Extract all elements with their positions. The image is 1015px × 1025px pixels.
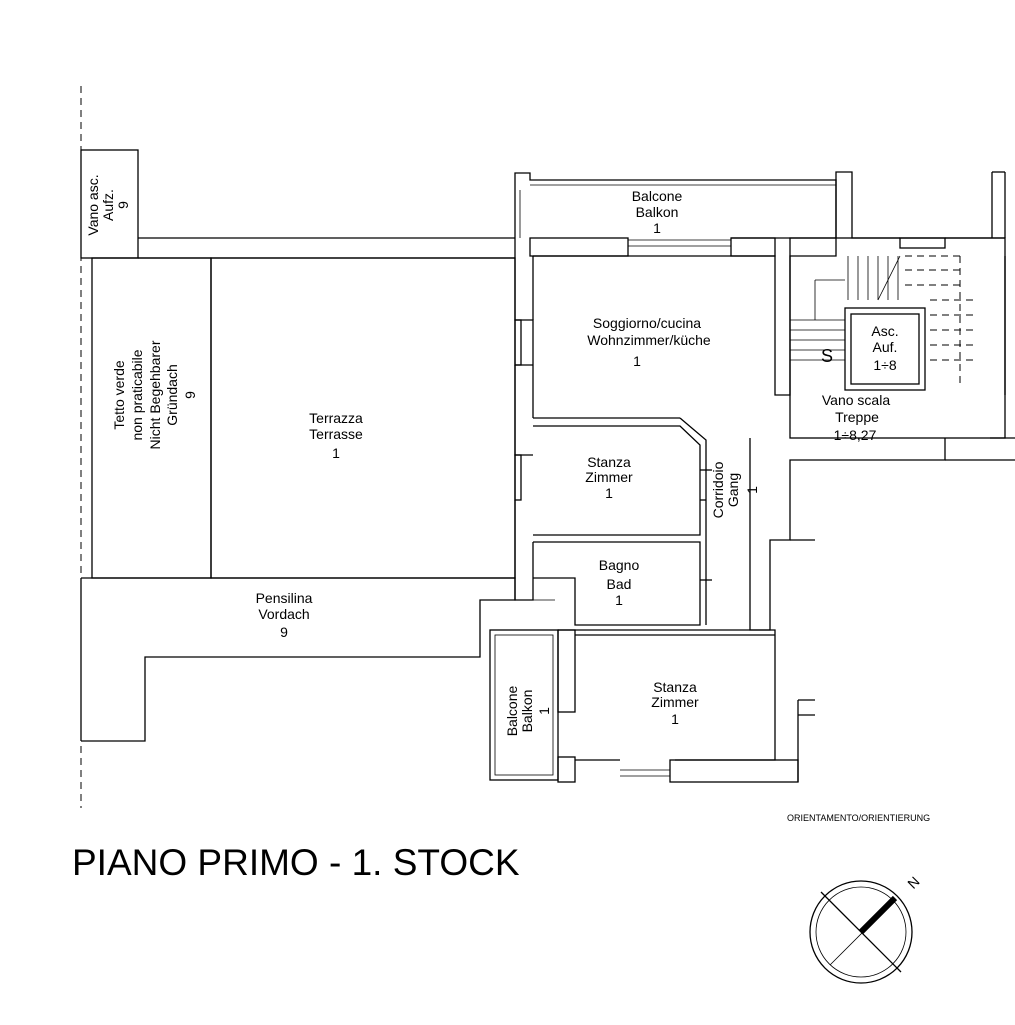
- stairwell-label-2: Treppe: [835, 409, 879, 425]
- bathroom-walls: [533, 541, 701, 626]
- corridor-label-2: Gang: [725, 473, 741, 507]
- north-marker: N: [904, 873, 922, 891]
- terrace-outline: [210, 257, 516, 579]
- elevator-label-3: 1÷8: [873, 357, 896, 373]
- side-balcony-label-1: Balcone: [504, 685, 520, 736]
- corridor-walls: [749, 438, 946, 631]
- bedroom-two-label-3: 1: [671, 711, 679, 727]
- green-roof-label-3: Nicht Begehbarer: [147, 340, 163, 449]
- corridor-label-1: Corridoio: [710, 461, 726, 518]
- living-room-label-3: 1: [633, 353, 641, 369]
- corridor-label-3: 1: [744, 486, 760, 494]
- side-balcony-label-2: Balkon: [519, 690, 535, 733]
- stair-symbol: S: [821, 346, 833, 366]
- compass-rose: [809, 880, 913, 984]
- top-balcony-label-1: Balcone: [632, 188, 683, 204]
- drawing-title: PIANO PRIMO - 1. STOCK: [72, 842, 520, 883]
- elevator-shaft-label-2: Aufz.: [100, 189, 116, 221]
- bedroom-one-label-2: Zimmer: [585, 469, 633, 485]
- terrace-label-2: Terrasse: [309, 426, 363, 442]
- apartment-west-wall: [514, 238, 534, 418]
- stairwell-label-1: Vano scala: [822, 392, 890, 408]
- orientation-label: ORIENTAMENTO/ORIENTIERUNG: [787, 813, 930, 823]
- green-roof-label-2: non praticabile: [129, 349, 145, 440]
- bathroom-label-1: Bagno: [599, 557, 640, 573]
- green-roof-label-4: Gründach: [164, 364, 180, 425]
- terrace-label-1: Terrazza: [309, 410, 363, 426]
- canopy-label-1: Pensilina: [256, 590, 313, 606]
- bathroom-label-3: 1: [615, 592, 623, 608]
- canopy-label-2: Vordach: [258, 606, 309, 622]
- bedroom-two-label-2: Zimmer: [651, 694, 699, 710]
- stair-flights: [790, 255, 975, 385]
- top-balcony-label-3: 1: [653, 220, 661, 236]
- bedroom-one-label-3: 1: [605, 485, 613, 501]
- bathroom-label-2: Bad: [607, 576, 632, 592]
- green-roof-label-5: 9: [182, 391, 198, 399]
- green-roof-label-1: Tetto verde: [111, 360, 127, 429]
- living-room-label-2: Wohnzimmer/küche: [587, 332, 711, 348]
- side-balcony-label-3: 1: [536, 707, 552, 715]
- elevator-label-2: Auf.: [873, 339, 898, 355]
- bedroom-one-label-1: Stanza: [587, 454, 631, 470]
- top-balcony-label-2: Balkon: [636, 204, 679, 220]
- elevator-shaft-label-3: 9: [115, 201, 131, 209]
- elevator-outline: [844, 307, 926, 391]
- living-room-walls: [533, 171, 900, 396]
- bedroom-two-label-1: Stanza: [653, 679, 697, 695]
- bedroom-one-walls: [533, 425, 701, 536]
- stairwell-label-3: 1÷8,27: [834, 427, 877, 443]
- terrace-label-3: 1: [332, 445, 340, 461]
- living-room-label-1: Soggiorno/cucina: [593, 315, 701, 331]
- canopy-label-3: 9: [280, 624, 288, 640]
- elevator-shaft-label-1: Vano asc.: [85, 174, 101, 235]
- elevator-label-1: Asc.: [871, 323, 898, 339]
